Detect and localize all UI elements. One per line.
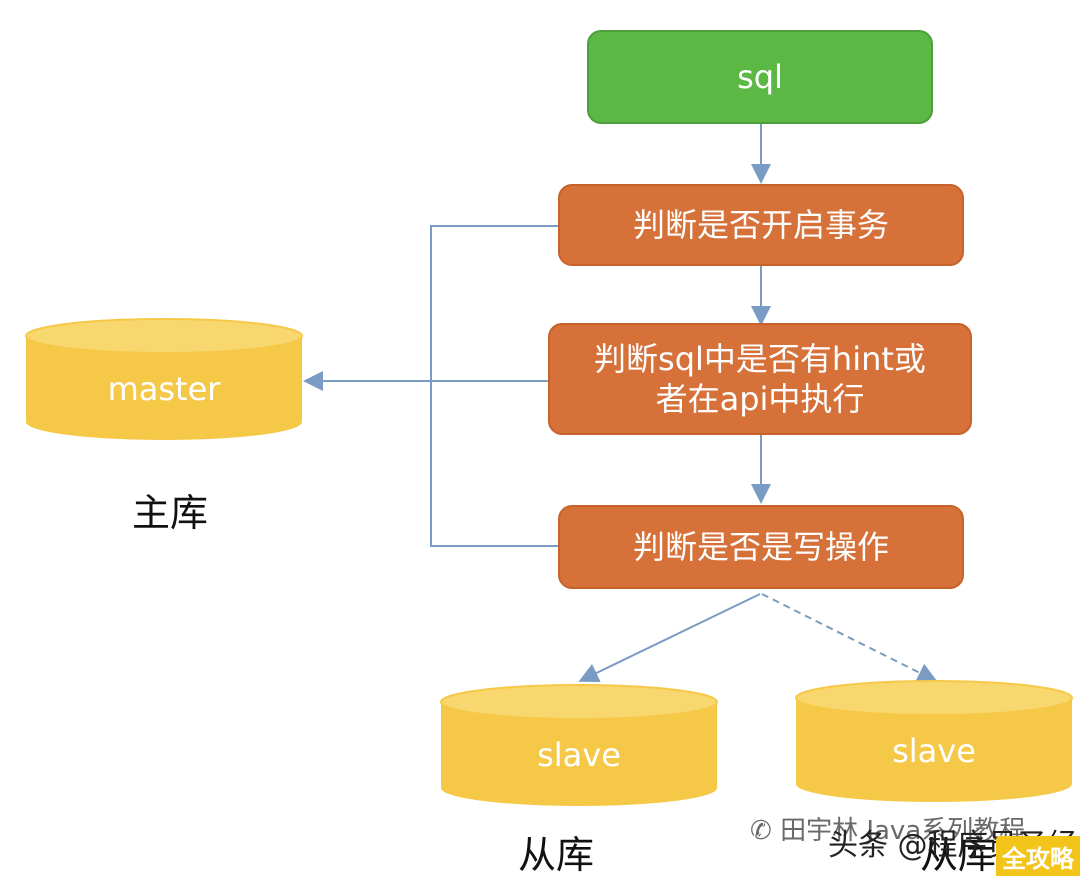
database-cylinder-icon: [440, 684, 718, 806]
arrow-write-to-slave-2: [761, 593, 938, 682]
watermark-line1: ✆ 田宇林 Java系列教程: [750, 810, 1025, 847]
arrow-write-to-slave-1: [578, 593, 761, 683]
line-transaction-to-master: [430, 225, 558, 380]
slave-database-2: slave: [795, 680, 1073, 804]
slave-database-2-label: slave: [892, 732, 976, 770]
slave-database-1-label: slave: [537, 736, 621, 774]
database-cylinder-icon: [25, 318, 303, 440]
sql-node-label: sql: [737, 58, 783, 96]
line-write-to-master: [430, 380, 558, 547]
corner-badge: 全攻略: [996, 836, 1080, 876]
check-write-label: 判断是否是写操作: [632, 528, 889, 566]
check-transaction-node: 判断是否开启事务: [558, 184, 964, 266]
slave-1-caption: 从库: [518, 833, 595, 877]
wechat-icon: ✆: [750, 816, 772, 846]
master-database: master: [25, 318, 303, 442]
master-caption: 主库: [132, 491, 209, 535]
master-database-label: master: [107, 370, 221, 408]
check-hint-label-line2: 者在api中执行: [655, 380, 865, 418]
check-write-node: 判断是否是写操作: [558, 505, 964, 589]
slave-2-caption: 从库: [920, 833, 997, 877]
database-cylinder-icon: [795, 680, 1073, 802]
slave-database-1: slave: [440, 684, 718, 808]
check-transaction-label: 判断是否开启事务: [632, 206, 889, 244]
watermark-line1-text: 田宇林 Java系列教程: [780, 816, 1026, 846]
check-hint-node: 判断sql中是否有hint或 者在api中执行: [548, 323, 972, 435]
sql-node: sql: [587, 30, 933, 124]
check-hint-label-line1: 判断sql中是否有hint或: [594, 340, 926, 378]
